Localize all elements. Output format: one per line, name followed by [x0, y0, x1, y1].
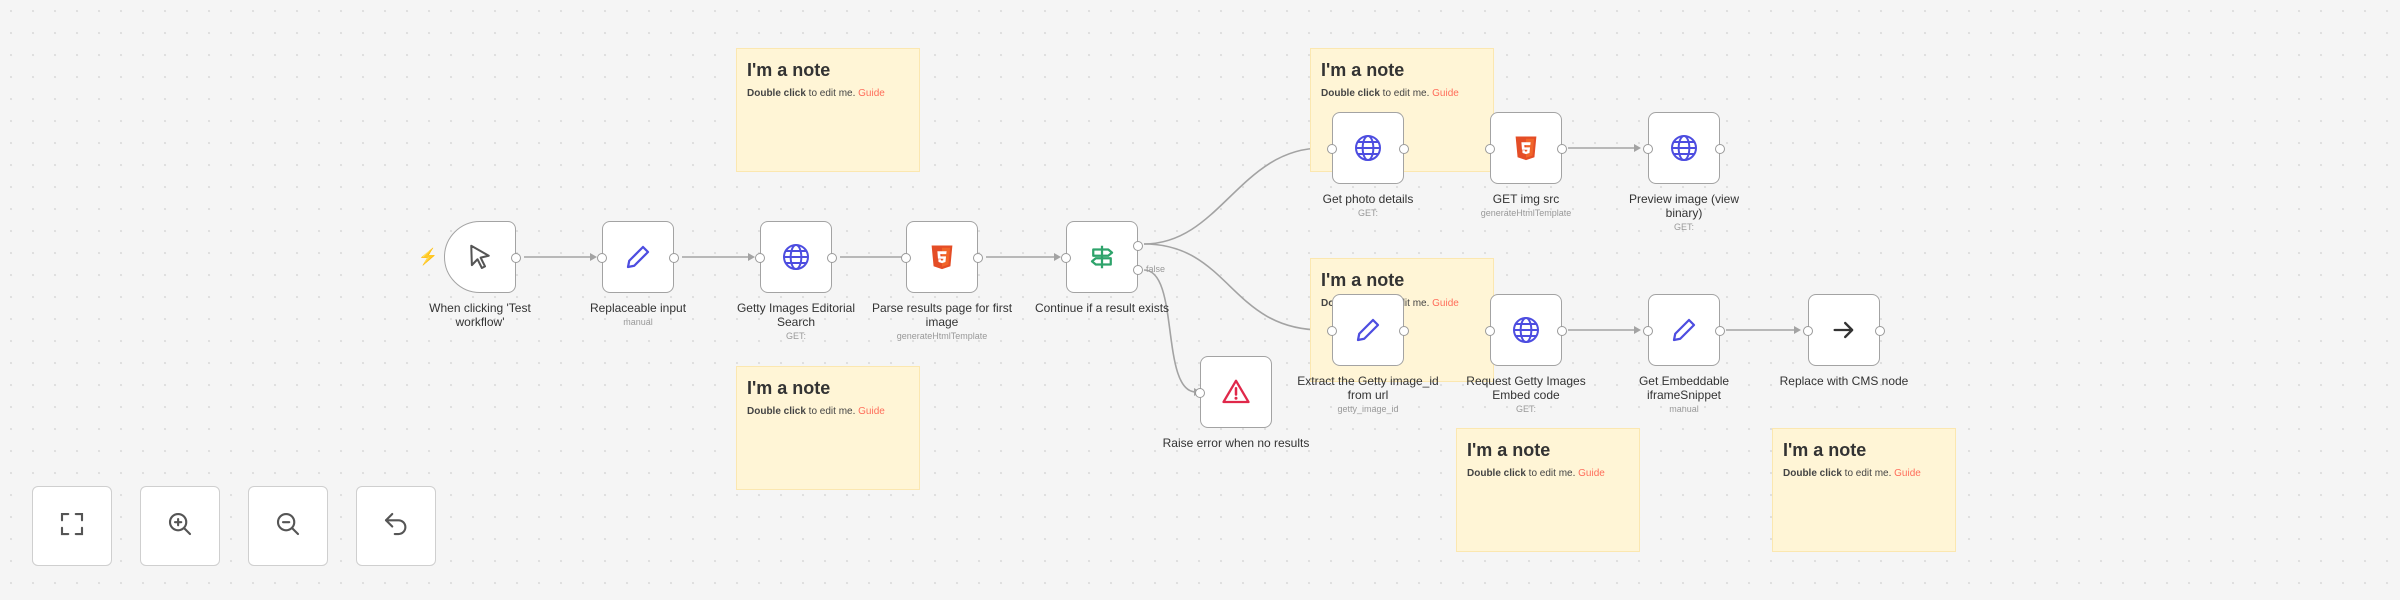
- sticky-note[interactable]: I'm a note Double click to edit me. Guid…: [736, 48, 920, 172]
- note-title: I'm a note: [1467, 440, 1551, 460]
- connection: [1143, 269, 1197, 393]
- node-label: Replace with CMS node: [1779, 374, 1909, 388]
- sticky-note[interactable]: I'm a note Double click to edit me. Guid…: [1772, 428, 1956, 552]
- zoom-out-button[interactable]: [248, 486, 328, 566]
- node-label: Continue if a result exists: [1034, 301, 1170, 315]
- guide-link[interactable]: Guide: [858, 88, 885, 99]
- input-port[interactable]: [1485, 326, 1495, 336]
- node-label: Raise error when no results: [1162, 436, 1310, 450]
- input-port[interactable]: [597, 253, 607, 263]
- node-raise-error[interactable]: [1195, 356, 1272, 428]
- output-port[interactable]: [511, 253, 521, 263]
- node-preview-image[interactable]: [1643, 112, 1725, 184]
- note-title: I'm a note: [1321, 270, 1405, 290]
- globe-icon: [780, 241, 812, 273]
- input-port[interactable]: [755, 253, 765, 263]
- node-getty-search[interactable]: [755, 221, 837, 293]
- node-manual-trigger[interactable]: [444, 221, 521, 293]
- output-port-false[interactable]: [1133, 265, 1143, 275]
- output-port[interactable]: [827, 253, 837, 263]
- input-port[interactable]: [1803, 326, 1813, 336]
- branch-false-label: false: [1146, 264, 1166, 274]
- note-title: I'm a note: [1321, 60, 1405, 80]
- html5-icon: [1512, 133, 1540, 163]
- guide-link[interactable]: Guide: [858, 406, 885, 417]
- zoom-in-icon: [165, 509, 195, 544]
- connection: [1143, 243, 1323, 331]
- input-port[interactable]: [1485, 144, 1495, 154]
- note-body: Double click to edit me. Guide: [1467, 468, 1605, 479]
- node-label: Preview image (view binary)GET:: [1628, 192, 1740, 232]
- output-port[interactable]: [1875, 326, 1885, 336]
- arrow-right-icon: [1830, 316, 1858, 344]
- note-title: I'm a note: [747, 378, 831, 398]
- input-port[interactable]: [901, 253, 911, 263]
- fit-view-button[interactable]: [32, 486, 112, 566]
- input-port[interactable]: [1061, 253, 1071, 263]
- node-replace-with-cms[interactable]: [1803, 294, 1885, 366]
- note-body: Double click to edit me. Guide: [1783, 468, 1921, 479]
- note-body: Double click to edit me. Guide: [747, 88, 885, 99]
- output-port-true[interactable]: [1133, 241, 1143, 251]
- node-replaceable-input[interactable]: [597, 221, 679, 293]
- sticky-note[interactable]: I'm a note Double click to edit me. Guid…: [1456, 428, 1640, 552]
- note-body: Double click to edit me. Guide: [1321, 88, 1459, 99]
- cursor-icon: [465, 242, 495, 272]
- guide-link[interactable]: Guide: [1894, 468, 1921, 479]
- note-title: I'm a note: [1783, 440, 1867, 460]
- output-port[interactable]: [973, 253, 983, 263]
- output-port[interactable]: [1399, 144, 1409, 154]
- globe-icon: [1668, 132, 1700, 164]
- input-port[interactable]: [1195, 388, 1205, 398]
- pencil-icon: [1353, 315, 1383, 345]
- undo-icon: [381, 509, 411, 544]
- sticky-note[interactable]: I'm a note Double click to edit me. Guid…: [736, 366, 920, 490]
- signpost-icon: [1087, 242, 1117, 272]
- guide-link[interactable]: Guide: [1432, 298, 1459, 309]
- zoom-in-button[interactable]: [140, 486, 220, 566]
- node-get-iframe-snippet[interactable]: [1643, 294, 1725, 366]
- connection: [1143, 147, 1323, 245]
- warning-icon: [1221, 377, 1251, 407]
- note-body: Double click to edit me. Guide: [747, 406, 885, 417]
- node-parse-results[interactable]: [901, 221, 983, 293]
- output-port[interactable]: [1557, 144, 1567, 154]
- output-port[interactable]: [1557, 326, 1567, 336]
- input-port[interactable]: [1327, 144, 1337, 154]
- trigger-bolt-icon: ⚡: [418, 249, 438, 266]
- zoom-out-icon: [273, 509, 303, 544]
- node-if-result-exists[interactable]: [1061, 221, 1143, 293]
- pencil-icon: [623, 242, 653, 272]
- globe-icon: [1510, 314, 1542, 346]
- html5-icon: [928, 242, 956, 272]
- node-get-img-src[interactable]: [1485, 112, 1567, 184]
- node-extract-image-id[interactable]: [1327, 294, 1409, 366]
- input-port[interactable]: [1643, 144, 1653, 154]
- reset-zoom-button[interactable]: [356, 486, 436, 566]
- input-port[interactable]: [1327, 326, 1337, 336]
- guide-link[interactable]: Guide: [1578, 468, 1605, 479]
- node-request-embed-code[interactable]: [1485, 294, 1567, 366]
- node-label: When clicking 'Test workflow': [429, 301, 531, 329]
- output-port[interactable]: [1715, 326, 1725, 336]
- output-port[interactable]: [1715, 144, 1725, 154]
- node-get-photo-details[interactable]: [1327, 112, 1409, 184]
- output-port[interactable]: [669, 253, 679, 263]
- globe-icon: [1352, 132, 1384, 164]
- note-title: I'm a note: [747, 60, 831, 80]
- output-port[interactable]: [1399, 326, 1409, 336]
- fit-view-icon: [57, 509, 87, 544]
- guide-link[interactable]: Guide: [1432, 88, 1459, 99]
- pencil-icon: [1669, 315, 1699, 345]
- input-port[interactable]: [1643, 326, 1653, 336]
